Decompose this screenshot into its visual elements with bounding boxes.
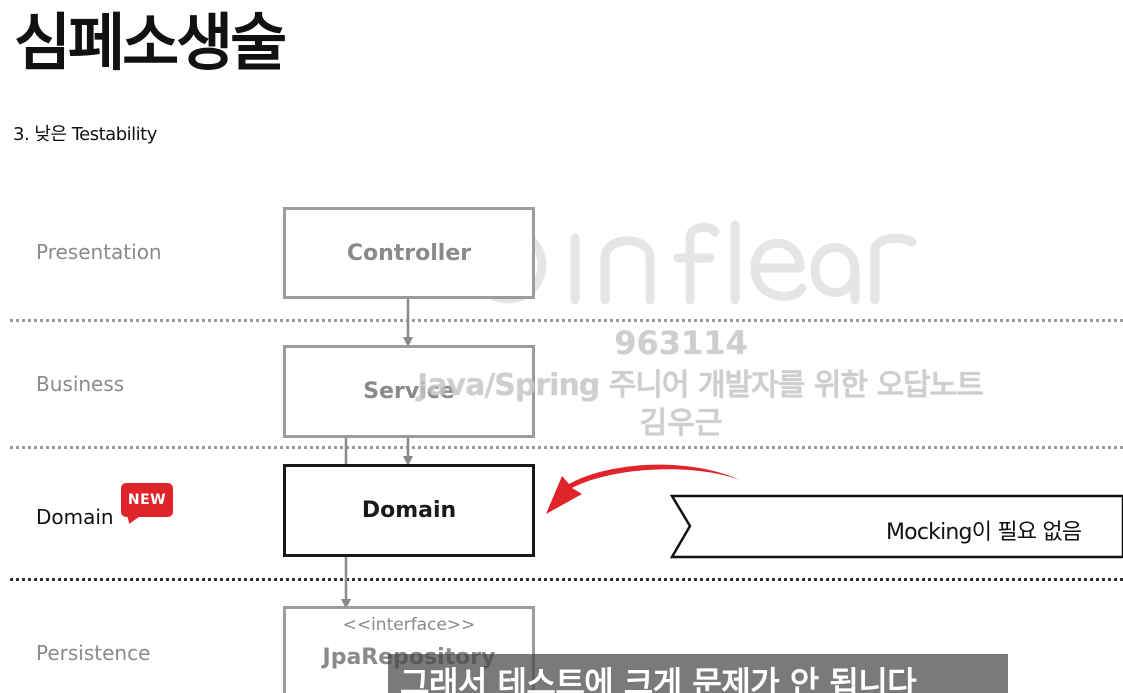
controller-label: Controller (346, 240, 472, 266)
service-label: Service (363, 379, 455, 404)
service-box: Service (283, 345, 535, 438)
layer-divider-domain-persistence (10, 578, 1123, 581)
red-callout-arrow (546, 464, 740, 514)
callout-ribbon (669, 494, 1123, 559)
new-badge: NEW (121, 483, 173, 517)
video-caption: 그래서 테스트에 크게 문제가 안 됩니다 (388, 654, 1008, 693)
layer-label-domain: Domain (36, 505, 114, 529)
slide-subtitle: 3. 낮은 Testability (13, 124, 157, 145)
domain-label: Domain (361, 498, 457, 523)
layer-label-business: Business (36, 372, 125, 396)
callout-text: Mocking이 필요 없음 (886, 520, 1082, 545)
layer-divider-business-domain (10, 446, 1123, 449)
layer-label-persistence: Persistence (36, 641, 151, 665)
caption-text: 그래서 테스트에 크게 문제가 안 됩니다 (400, 664, 917, 693)
layer-divider-presentation-business (10, 319, 1123, 322)
layer-label-presentation: Presentation (36, 240, 162, 264)
controller-box: Controller (283, 207, 535, 299)
jpa-stereotype-label: <<interface>> (342, 615, 476, 635)
slide-title: 심페소생술 (14, 6, 287, 79)
domain-box: Domain (283, 464, 535, 557)
inflearn-watermark-logo (469, 220, 917, 305)
